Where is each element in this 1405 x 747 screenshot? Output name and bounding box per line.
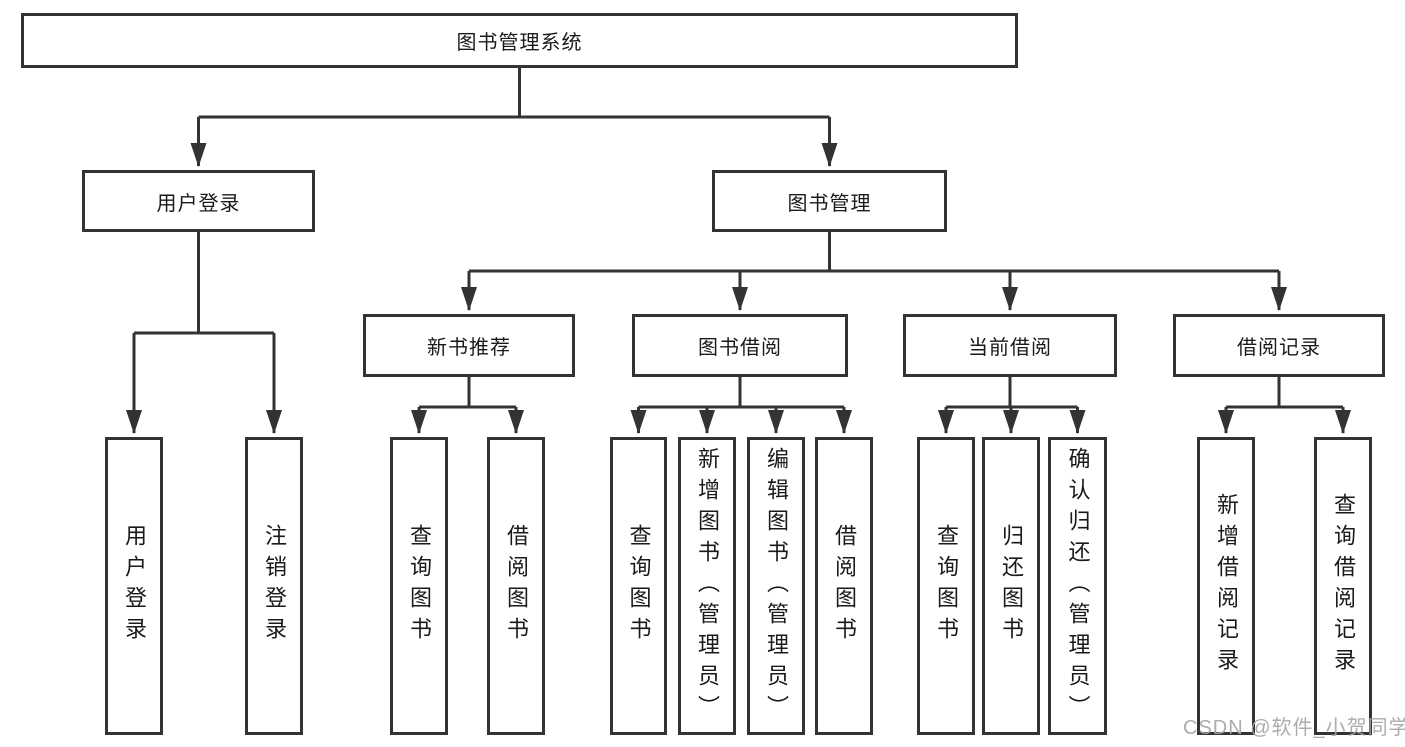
node-borrowing-records: 借阅记录 [1173,314,1385,377]
node-root-library-management-system: 图书管理系统 [21,13,1018,68]
leaf-user-login: 用户登录 [105,437,163,735]
node-book-borrowing: 图书借阅 [632,314,848,377]
node-user-login: 用户登录 [82,170,315,232]
leaf-bb-edit-books-admin: 编辑图书（管理员） [747,437,805,735]
leaf-logout: 注销登录 [245,437,303,735]
leaf-nb-borrow-books: 借阅图书 [487,437,545,735]
csdn-watermark: CSDN @软件_小贺同学 [1183,717,1405,739]
leaf-bb-add-books-admin: 新增图书（管理员） [678,437,736,735]
leaf-nb-query-books: 查询图书 [390,437,448,735]
leaf-br-query-record: 查询借阅记录 [1314,437,1372,735]
leaf-bb-query-books: 查询图书 [610,437,667,735]
node-new-book-recommend: 新书推荐 [363,314,575,377]
leaf-cb-return-books: 归还图书 [982,437,1040,735]
node-current-borrowing: 当前借阅 [903,314,1117,377]
leaf-br-add-record: 新增借阅记录 [1197,437,1255,735]
leaf-cb-confirm-return-admin: 确认归还（管理员） [1048,437,1107,735]
node-book-management: 图书管理 [712,170,947,232]
leaf-cb-query-books: 查询图书 [917,437,975,735]
leaf-bb-borrow-books: 借阅图书 [815,437,873,735]
